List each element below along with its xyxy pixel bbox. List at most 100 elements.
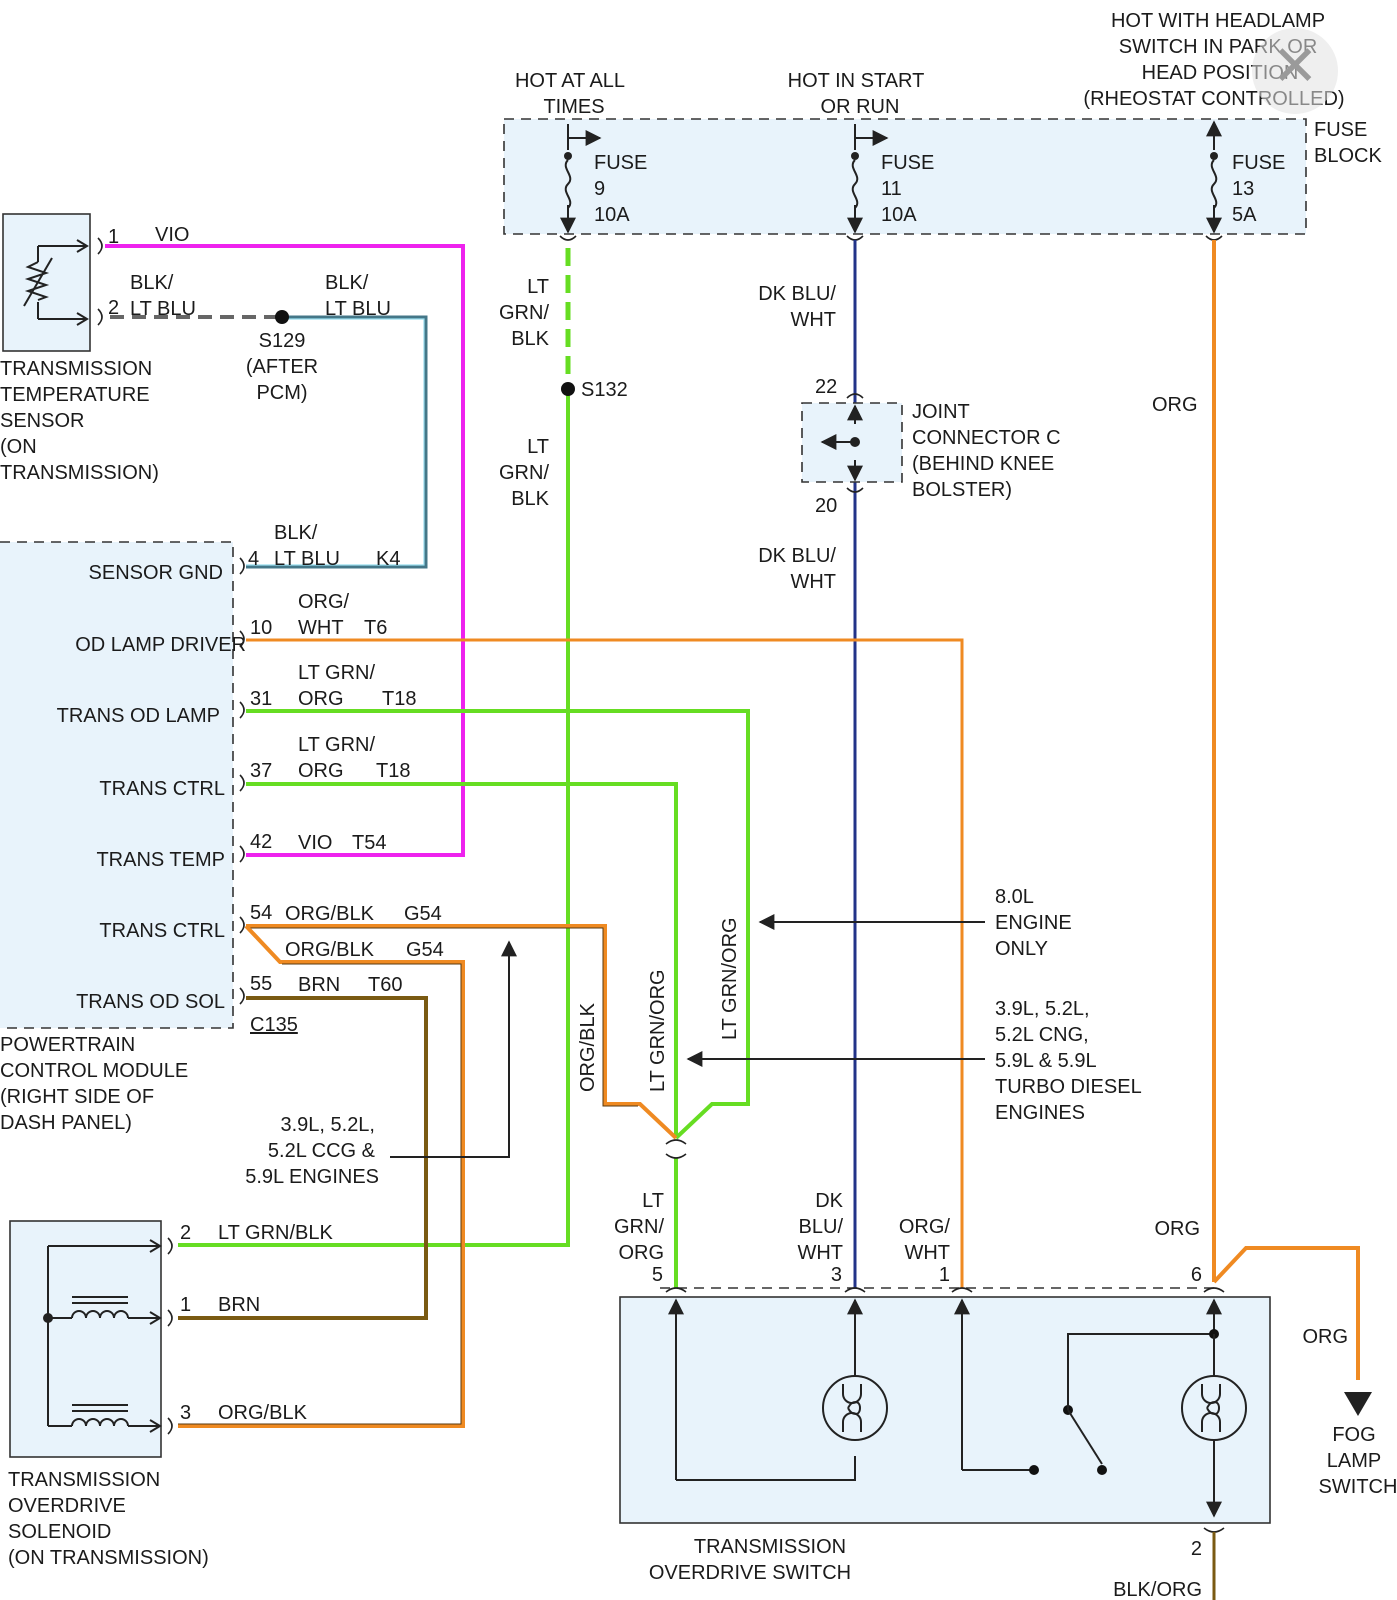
fuse-13-label: FUSE bbox=[1232, 152, 1285, 174]
pcm-pin-10: 10 bbox=[250, 617, 272, 639]
pcm-pin-31-wire-1: LT GRN/ bbox=[298, 662, 375, 684]
solenoid-label-1: TRANSMISSION bbox=[8, 1469, 160, 1491]
wire-blk-lt-blu bbox=[246, 315, 428, 569]
note-engines-a-1: 3.9L, 5.2L, bbox=[280, 1114, 375, 1136]
sensor-label-4: (ON bbox=[0, 436, 37, 458]
switch-pin-2: 2 bbox=[1191, 1538, 1202, 1560]
pcm-pin-10-circuit: T6 bbox=[364, 617, 387, 639]
splice-s129-dot bbox=[275, 310, 289, 324]
fuse-9-label: FUSE bbox=[594, 152, 647, 174]
wire-lt-grn-org-37 bbox=[246, 782, 678, 1138]
fuse-9: FUSE 9 10A bbox=[560, 124, 647, 234]
pcm-pin-42-wire: VIO bbox=[298, 832, 332, 854]
wire-org-fog-lamp bbox=[1212, 1246, 1360, 1380]
pcm-pin-37: 37 bbox=[250, 760, 272, 782]
close-button[interactable]: ✕ bbox=[1252, 28, 1338, 114]
wire-lt-grn-blk bbox=[178, 388, 570, 1247]
wire-org-blk-8l bbox=[246, 924, 678, 1140]
fuse-9-number: 9 bbox=[594, 178, 605, 200]
hot-headlamp-1: HOT WITH HEADLAMP bbox=[1111, 10, 1325, 32]
pcm-pin-55-circuit: T60 bbox=[368, 974, 402, 996]
dk-blu-wht-lower-1: DK BLU/ bbox=[758, 545, 836, 567]
switch-pin-1: 1 bbox=[939, 1264, 950, 1286]
pcm-alt-wire: ORG/BLK bbox=[285, 939, 375, 961]
joint-label-3: (BEHIND KNEE bbox=[912, 453, 1054, 475]
note-engines-b-2: 5.2L CNG, bbox=[995, 1024, 1089, 1046]
fuse-11-rating: 10A bbox=[881, 204, 917, 226]
solenoid-label-2: OVERDRIVE bbox=[8, 1495, 126, 1517]
pcm-trans-od-sol: TRANS OD SOL bbox=[76, 991, 225, 1013]
splice-s129-pcm: PCM) bbox=[256, 382, 307, 404]
note-8l-1: 8.0L bbox=[995, 886, 1034, 908]
fuse-11-number: 11 bbox=[881, 178, 902, 200]
pcm-trans-od-lamp: TRANS OD LAMP bbox=[57, 705, 220, 727]
solenoid-label-3: SOLENOID bbox=[8, 1521, 111, 1543]
fuse-13: FUSE 13 5A bbox=[1206, 120, 1285, 234]
solenoid-label-4: (ON TRANSMISSION) bbox=[8, 1547, 209, 1569]
engine-notes: 3.9L, 5.2L, 5.2L CCG & 5.9L ENGINES 8.0L… bbox=[245, 886, 1141, 1188]
note-engines-b-5: ENGINES bbox=[995, 1102, 1085, 1124]
switch-pin-6: 6 bbox=[1191, 1264, 1202, 1286]
joint-label-2: CONNECTOR C bbox=[912, 427, 1061, 449]
in-line-connector bbox=[665, 1139, 687, 1159]
fuse-block-label-1: FUSE bbox=[1314, 119, 1367, 141]
pcm-pin-37-wire-2: ORG bbox=[298, 760, 344, 782]
pcm-od-lamp-driver: OD LAMP DRIVER bbox=[75, 634, 246, 656]
switch-pin-6-wire: ORG bbox=[1154, 1218, 1200, 1240]
pcm-pin-54: 54 bbox=[250, 902, 272, 924]
pcm-pin-4-wire-2: LT BLU bbox=[274, 548, 340, 570]
splice-s129-label: S129 bbox=[259, 330, 306, 352]
note-engines-b-1: 3.9L, 5.2L, bbox=[995, 998, 1090, 1020]
fog-lamp-arrow bbox=[1344, 1392, 1372, 1416]
switch-pin-5-wire-2: GRN/ bbox=[614, 1216, 664, 1238]
splice-s132-label: S132 bbox=[581, 379, 628, 401]
hot-all-times-2: TIMES bbox=[543, 96, 604, 118]
pcm-pin-31-wire-2: ORG bbox=[298, 688, 344, 710]
pcm-pin-54-circuit: G54 bbox=[404, 903, 442, 925]
joint-pin-20: 20 bbox=[815, 495, 837, 517]
transmission-overdrive-switch: 5 LT GRN/ ORG 3 DK BLU/ WHT 1 ORG/ WHT 6… bbox=[614, 1190, 1271, 1600]
pcm-trans-ctrl-54: TRANS CTRL bbox=[99, 920, 225, 942]
pcm-pin-55-wire: BRN bbox=[298, 974, 340, 996]
switch-pin-3: 3 bbox=[831, 1264, 842, 1286]
note-engines-a-3: 5.9L ENGINES bbox=[245, 1166, 379, 1188]
transmission-temperature-sensor: 1 2 VIO BLK/ LT BLU BLK/ LT BLU S129 (AF… bbox=[0, 213, 391, 484]
dk-blu-wht-upper-2: WHT bbox=[790, 309, 836, 331]
switch-pin-3-wire-2: BLU/ bbox=[799, 1216, 844, 1238]
note-8l-3: ONLY bbox=[995, 938, 1048, 960]
pcm-label-4: DASH PANEL) bbox=[0, 1112, 132, 1134]
note-engines-b-4: TURBO DIESEL bbox=[995, 1076, 1142, 1098]
switch-pin-2-wire: BLK/ORG bbox=[1113, 1579, 1202, 1600]
solenoid-pin-1: 1 bbox=[180, 1294, 191, 1316]
solenoid-pin-2-wire: LT GRN/BLK bbox=[218, 1222, 334, 1244]
pcm-pin-55: 55 bbox=[250, 973, 272, 995]
fuse-13-rating: 5A bbox=[1232, 204, 1257, 226]
lt-grn-blk-lower-1: LT bbox=[527, 436, 549, 458]
pcm-label-3: (RIGHT SIDE OF bbox=[0, 1086, 154, 1108]
fog-lamp-switch: ORG FOG LAMP SWITCH bbox=[1302, 1326, 1397, 1498]
pcm-pin-37-circuit: T18 bbox=[376, 760, 410, 782]
fuse-block-outline bbox=[503, 118, 1307, 235]
pcm-pin-31-circuit: T18 bbox=[382, 688, 416, 710]
org-right-label: ORG bbox=[1152, 394, 1198, 416]
pcm-pin-37-wire-1: LT GRN/ bbox=[298, 734, 375, 756]
dk-blu-wht-upper-1: DK BLU/ bbox=[758, 283, 836, 305]
fog-lamp-label-2: LAMP bbox=[1327, 1450, 1381, 1472]
switch-pin-5-wire-1: LT bbox=[642, 1190, 664, 1212]
pcm-sensor-gnd: SENSOR GND bbox=[89, 562, 223, 584]
switch-pin-5: 5 bbox=[652, 1264, 663, 1286]
pcm-pin-42: 42 bbox=[250, 831, 272, 853]
note-engines-b-3: 5.9L & 5.9L bbox=[995, 1050, 1097, 1072]
solenoid-pin-3-wire: ORG/BLK bbox=[218, 1402, 308, 1424]
solenoid-pin-2: 2 bbox=[180, 1222, 191, 1244]
joint-pin-22: 22 bbox=[815, 376, 837, 398]
wire-vio bbox=[105, 244, 465, 857]
splice-s129-after: (AFTER bbox=[246, 356, 318, 378]
fuse-13-number: 13 bbox=[1232, 178, 1254, 200]
wire-labels: LT GRN/ BLK S132 LT GRN/ BLK DK BLU/ WHT… bbox=[499, 276, 1198, 1092]
pcm-trans-ctrl-37: TRANS CTRL bbox=[99, 778, 225, 800]
hot-all-times-1: HOT AT ALL bbox=[515, 70, 625, 92]
dk-blu-wht-lower-2: WHT bbox=[790, 571, 836, 593]
switch-pin-3-wire-3: WHT bbox=[797, 1242, 843, 1264]
